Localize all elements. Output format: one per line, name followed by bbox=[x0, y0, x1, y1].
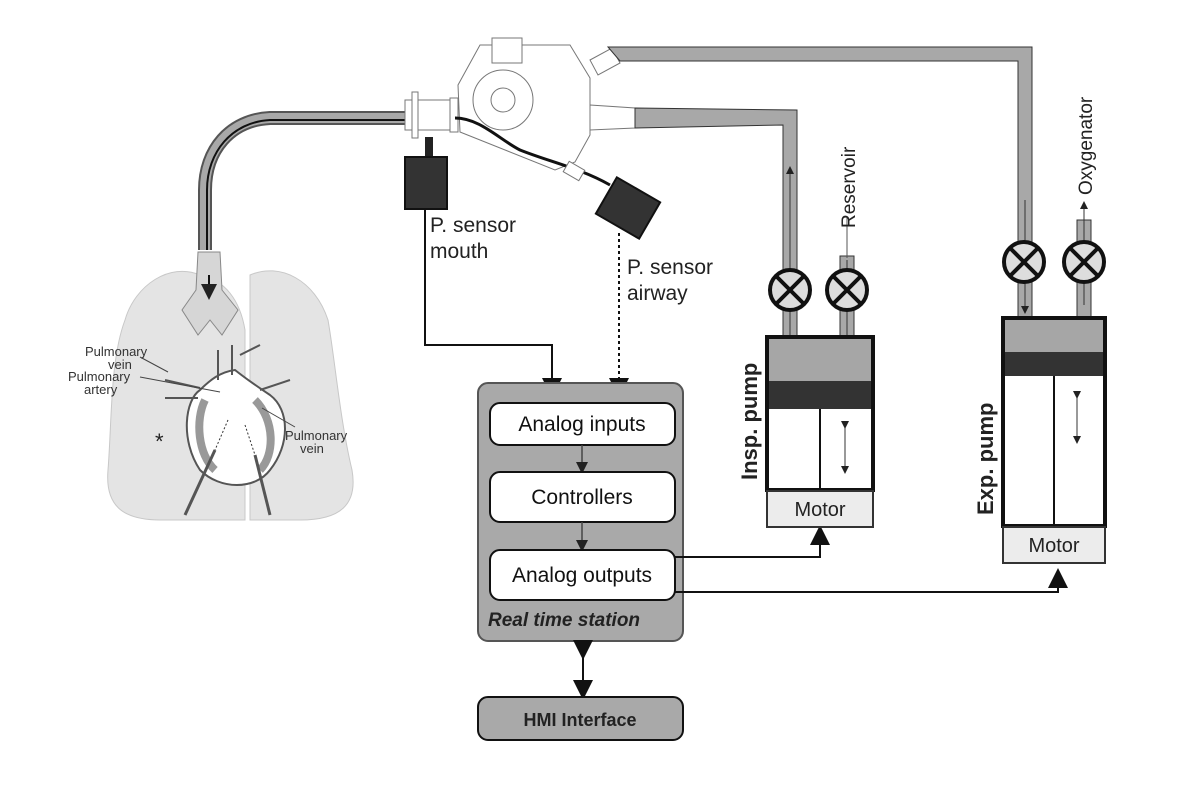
label-pulmonary-artery-2: artery bbox=[84, 382, 118, 397]
valve-icon bbox=[825, 268, 869, 312]
valve-icon bbox=[1002, 240, 1046, 284]
block-analog-outputs bbox=[489, 549, 676, 601]
exp-pump: Motor Exp. pump Oxygenator bbox=[973, 96, 1107, 564]
control-line-insp-motor bbox=[675, 525, 830, 558]
real-time-station: Analog inputs Controllers Analog outputs… bbox=[477, 382, 684, 642]
oxygenator-label: Oxygenator bbox=[1076, 96, 1097, 195]
label-pulmonary-vein-left: Pulmonary bbox=[85, 344, 148, 359]
label-sensor-airway: P. sensor bbox=[627, 256, 713, 279]
signal-line-mouth bbox=[424, 209, 562, 398]
circuit-hub bbox=[404, 37, 636, 187]
tube-to-exp-pump bbox=[606, 46, 1033, 321]
station-title: Real time station bbox=[488, 610, 640, 631]
reservoir-label: Reservoir bbox=[839, 146, 860, 228]
label-pulmonary-vein-right-2: vein bbox=[300, 441, 324, 456]
asterisk-marker: * bbox=[155, 429, 164, 454]
label-analog-inputs: Analog inputs bbox=[518, 413, 645, 436]
hmi-interface: HMI Interface bbox=[477, 696, 684, 741]
lung-heart-illustration: Pulmonary vein Pulmonary artery Pulmonar… bbox=[68, 251, 354, 521]
exp-motor-label: Motor bbox=[1028, 535, 1079, 557]
insp-motor-label: Motor bbox=[794, 499, 845, 521]
pressure-sensor-mouth bbox=[404, 137, 448, 210]
hmi-label: HMI Interface bbox=[523, 710, 636, 730]
label-sensor-mouth: P. sensor bbox=[430, 214, 516, 237]
label-sensor-mouth-2: mouth bbox=[430, 240, 488, 263]
insp-pump-label: Insp. pump bbox=[737, 363, 762, 480]
pressure-sensor-airway bbox=[594, 175, 662, 241]
label-pulmonary-vein-right: Pulmonary bbox=[285, 428, 348, 443]
label-pulmonary-artery: Pulmonary bbox=[68, 369, 131, 384]
valve-icon bbox=[768, 268, 812, 312]
label-pulmonary-vein-left-2: vein bbox=[108, 357, 132, 372]
label-analog-outputs: Analog outputs bbox=[512, 564, 652, 587]
exp-pump-label: Exp. pump bbox=[973, 403, 998, 515]
tube-to-insp-pump bbox=[634, 107, 798, 341]
valve-icon bbox=[1062, 240, 1106, 284]
label-sensor-airway-2: airway bbox=[627, 282, 688, 305]
insp-pump: Motor Insp. pump Reservoir bbox=[737, 146, 875, 528]
label-controllers: Controllers bbox=[531, 486, 633, 509]
endotracheal-tube bbox=[198, 111, 410, 250]
control-line-exp-motor bbox=[675, 568, 1068, 593]
